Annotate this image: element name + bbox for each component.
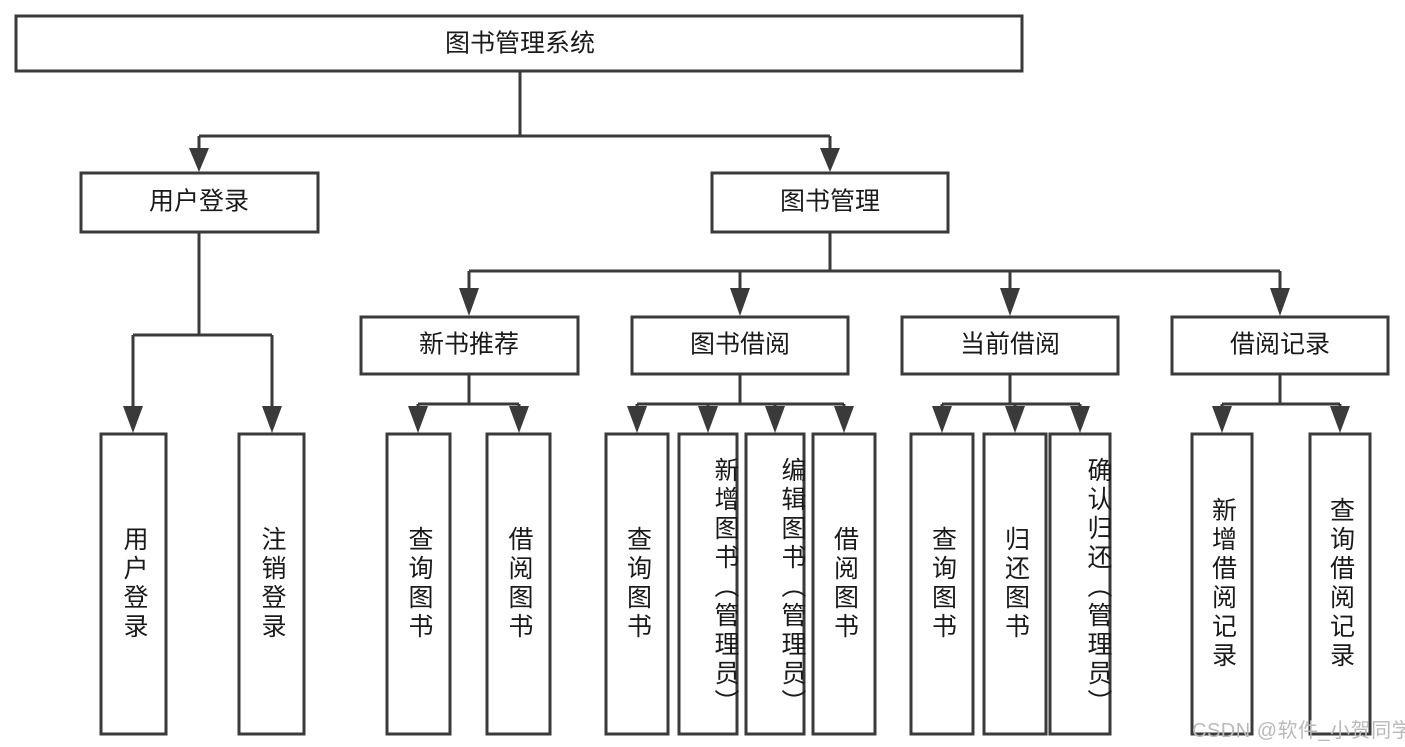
node-borrow-record-label: 借阅记录 — [1230, 331, 1330, 359]
node-current-borrow-box[interactable] — [900, 315, 1120, 376]
node-book-manage-label: 图书管理 — [780, 188, 880, 216]
node-borrow-record[interactable]: 借阅记录 — [1170, 315, 1390, 376]
arrowhead-current-borrow — [1000, 288, 1020, 316]
arrowhead-user-login — [189, 148, 209, 172]
arrowhead-new-book-rec — [459, 288, 479, 316]
node-user-login-box[interactable] — [79, 171, 320, 234]
arrowhead-leaf-borrow-book-1 — [509, 406, 529, 433]
node-root-box[interactable] — [14, 14, 1024, 73]
arrowhead-leaf-borrow-book-2 — [834, 406, 854, 433]
node-leaf-query-book-3-box[interactable] — [909, 432, 975, 736]
connector-group-root — [189, 71, 840, 172]
connector-group-book-manage — [459, 232, 1290, 316]
arrowhead-leaf-user-login — [123, 406, 143, 433]
node-leaf-return-book-box[interactable] — [982, 432, 1048, 736]
arrowhead-book-borrow — [730, 288, 750, 316]
arrowhead-leaf-confirm-return — [1070, 406, 1090, 433]
connector-group-borrow-record — [1212, 374, 1350, 433]
node-book-manage-box[interactable] — [710, 171, 950, 234]
node-leaf-borrow-book-1-box[interactable] — [485, 432, 552, 736]
node-current-borrow-label: 当前借阅 — [960, 331, 1060, 359]
connector-group-current-borrow — [932, 374, 1090, 433]
arrowhead-leaf-query-record — [1330, 406, 1350, 433]
node-book-borrow-label: 图书借阅 — [690, 331, 790, 359]
node-book-borrow-box[interactable] — [630, 315, 850, 376]
arrowhead-leaf-query-book-3 — [932, 406, 952, 433]
node-leaf-query-record-box[interactable] — [1308, 432, 1372, 736]
node-root-label: 图书管理系统 — [445, 30, 595, 58]
leaf-boxes — [99, 432, 1372, 736]
arrowhead-leaf-logout — [262, 406, 282, 433]
node-user-login-label: 用户登录 — [149, 188, 249, 216]
arrowhead-leaf-edit-book — [765, 406, 785, 433]
node-borrow-record-box[interactable] — [1170, 315, 1390, 376]
node-leaf-logout-box[interactable] — [237, 432, 306, 736]
connector-group-user-login — [123, 232, 282, 433]
arrowhead-leaf-add-record — [1212, 406, 1232, 433]
node-leaf-query-book-1-box[interactable] — [385, 432, 452, 736]
arrowhead-borrow-record — [1270, 288, 1290, 316]
connector-group-book-borrow — [627, 374, 854, 433]
node-new-book-rec[interactable]: 新书推荐 — [359, 315, 580, 376]
connector-group-new-book-rec — [408, 374, 529, 433]
node-leaf-add-record-box[interactable] — [1190, 432, 1254, 736]
node-book-manage[interactable]: 图书管理 — [710, 171, 950, 234]
arrowhead-leaf-query-book-2 — [627, 406, 647, 433]
node-leaf-query-book-2-box[interactable] — [604, 432, 670, 736]
node-leaf-borrow-book-2-box[interactable] — [811, 432, 877, 736]
arrowhead-leaf-query-book-1 — [408, 406, 428, 433]
node-leaf-add-book-box[interactable] — [677, 432, 739, 736]
node-root[interactable]: 图书管理系统 — [14, 14, 1024, 73]
node-new-book-rec-box[interactable] — [359, 315, 580, 376]
node-current-borrow[interactable]: 当前借阅 — [900, 315, 1120, 376]
node-book-borrow[interactable]: 图书借阅 — [630, 315, 850, 376]
node-user-login[interactable]: 用户登录 — [79, 171, 320, 234]
node-leaf-user-login-box[interactable] — [99, 432, 168, 736]
arrowhead-leaf-add-book — [698, 406, 718, 433]
node-leaf-confirm-return-box[interactable] — [1048, 432, 1112, 736]
csdn-watermark: CSDN @软件_小贺同学 — [1192, 720, 1405, 742]
node-leaf-edit-book-box[interactable] — [744, 432, 806, 736]
arrowhead-book-manage — [820, 148, 840, 172]
node-new-book-rec-label: 新书推荐 — [419, 331, 519, 359]
arrowhead-leaf-return-book — [1005, 406, 1025, 433]
